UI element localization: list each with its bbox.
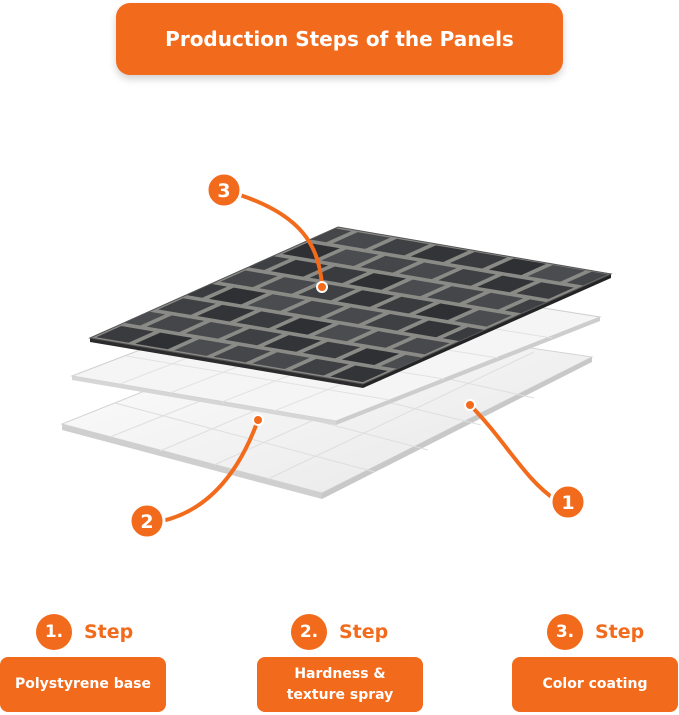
brick — [259, 277, 317, 294]
brick — [332, 232, 391, 249]
brick — [282, 242, 340, 260]
callout-2: 2 — [128, 502, 166, 540]
step-2-word: Step — [339, 621, 389, 643]
callout-3: 3 — [205, 171, 243, 209]
page-title: Production Steps of the Panels — [165, 27, 514, 51]
brick — [380, 354, 423, 369]
brick — [392, 337, 450, 355]
brick — [516, 282, 574, 299]
brick — [566, 271, 609, 286]
brick — [376, 296, 434, 314]
brick — [309, 228, 352, 243]
svg-text:1: 1 — [561, 492, 574, 514]
step-3-label-line: Color coating — [542, 676, 648, 692]
brick — [330, 365, 388, 383]
panel-layers-diagram: 3 2 1 — [60, 171, 613, 540]
brick — [438, 269, 496, 286]
brick — [220, 270, 278, 288]
brick — [337, 290, 395, 307]
title-banner: Production Steps of the Panels — [116, 3, 563, 75]
brick — [321, 249, 379, 267]
brick — [263, 335, 322, 352]
brick — [224, 328, 283, 346]
brick — [197, 304, 255, 322]
brick — [96, 326, 154, 343]
brick — [213, 345, 271, 363]
step-2-header: 2. Step — [291, 612, 388, 652]
step-3-word: Step — [595, 621, 645, 643]
brick — [286, 300, 345, 318]
brick — [185, 321, 244, 339]
brick — [309, 266, 368, 284]
brick — [371, 238, 430, 256]
brick — [270, 259, 329, 277]
brick — [174, 339, 232, 356]
brick — [135, 332, 193, 350]
step-1-header: 1. Step — [36, 612, 133, 652]
step-3-number: 3. — [547, 614, 583, 650]
step-1-word: Step — [84, 621, 134, 643]
step-3-label: Color coating — [512, 657, 678, 712]
brick — [426, 286, 485, 303]
brick — [185, 283, 228, 298]
brick — [399, 262, 457, 280]
step-2-label-line: Hardness & — [294, 665, 386, 682]
svg-text:2: 2 — [140, 511, 153, 533]
brick — [302, 341, 361, 359]
brick — [208, 287, 267, 305]
brick — [527, 265, 586, 282]
svg-text:3: 3 — [217, 180, 230, 202]
brick — [415, 303, 473, 321]
brick — [410, 245, 469, 262]
brick — [123, 311, 166, 326]
brick — [247, 294, 306, 311]
step-2-number: 2. — [291, 614, 327, 650]
step-1-label: Polystyrene base — [0, 657, 166, 712]
step-1-label-line: Polystyrene base — [15, 676, 151, 692]
brick — [442, 327, 485, 342]
brick — [360, 255, 418, 273]
brick — [353, 331, 411, 348]
brick — [298, 283, 356, 301]
brick — [275, 317, 333, 335]
callout-1: 1 — [549, 483, 587, 521]
brick — [236, 311, 294, 329]
brick — [449, 251, 508, 269]
brick — [341, 348, 400, 365]
brick — [465, 292, 524, 310]
step-1-number: 1. — [36, 614, 72, 650]
brick — [158, 298, 216, 315]
brick — [477, 275, 535, 293]
brick — [247, 256, 290, 271]
brick — [364, 313, 423, 331]
brick — [348, 273, 407, 290]
brick — [488, 258, 547, 276]
brick — [387, 279, 446, 297]
brick — [454, 309, 512, 327]
brick — [504, 299, 547, 314]
brick — [314, 324, 372, 342]
brick — [252, 352, 310, 369]
brick — [325, 307, 384, 325]
brick — [291, 358, 349, 376]
step-3-header: 3. Step — [547, 612, 644, 652]
step-2-label-line: texture spray — [286, 686, 394, 703]
brick-pattern — [96, 228, 609, 383]
step-2-label: Hardness & texture spray — [257, 657, 423, 712]
brick — [403, 320, 462, 338]
brick — [146, 315, 205, 333]
